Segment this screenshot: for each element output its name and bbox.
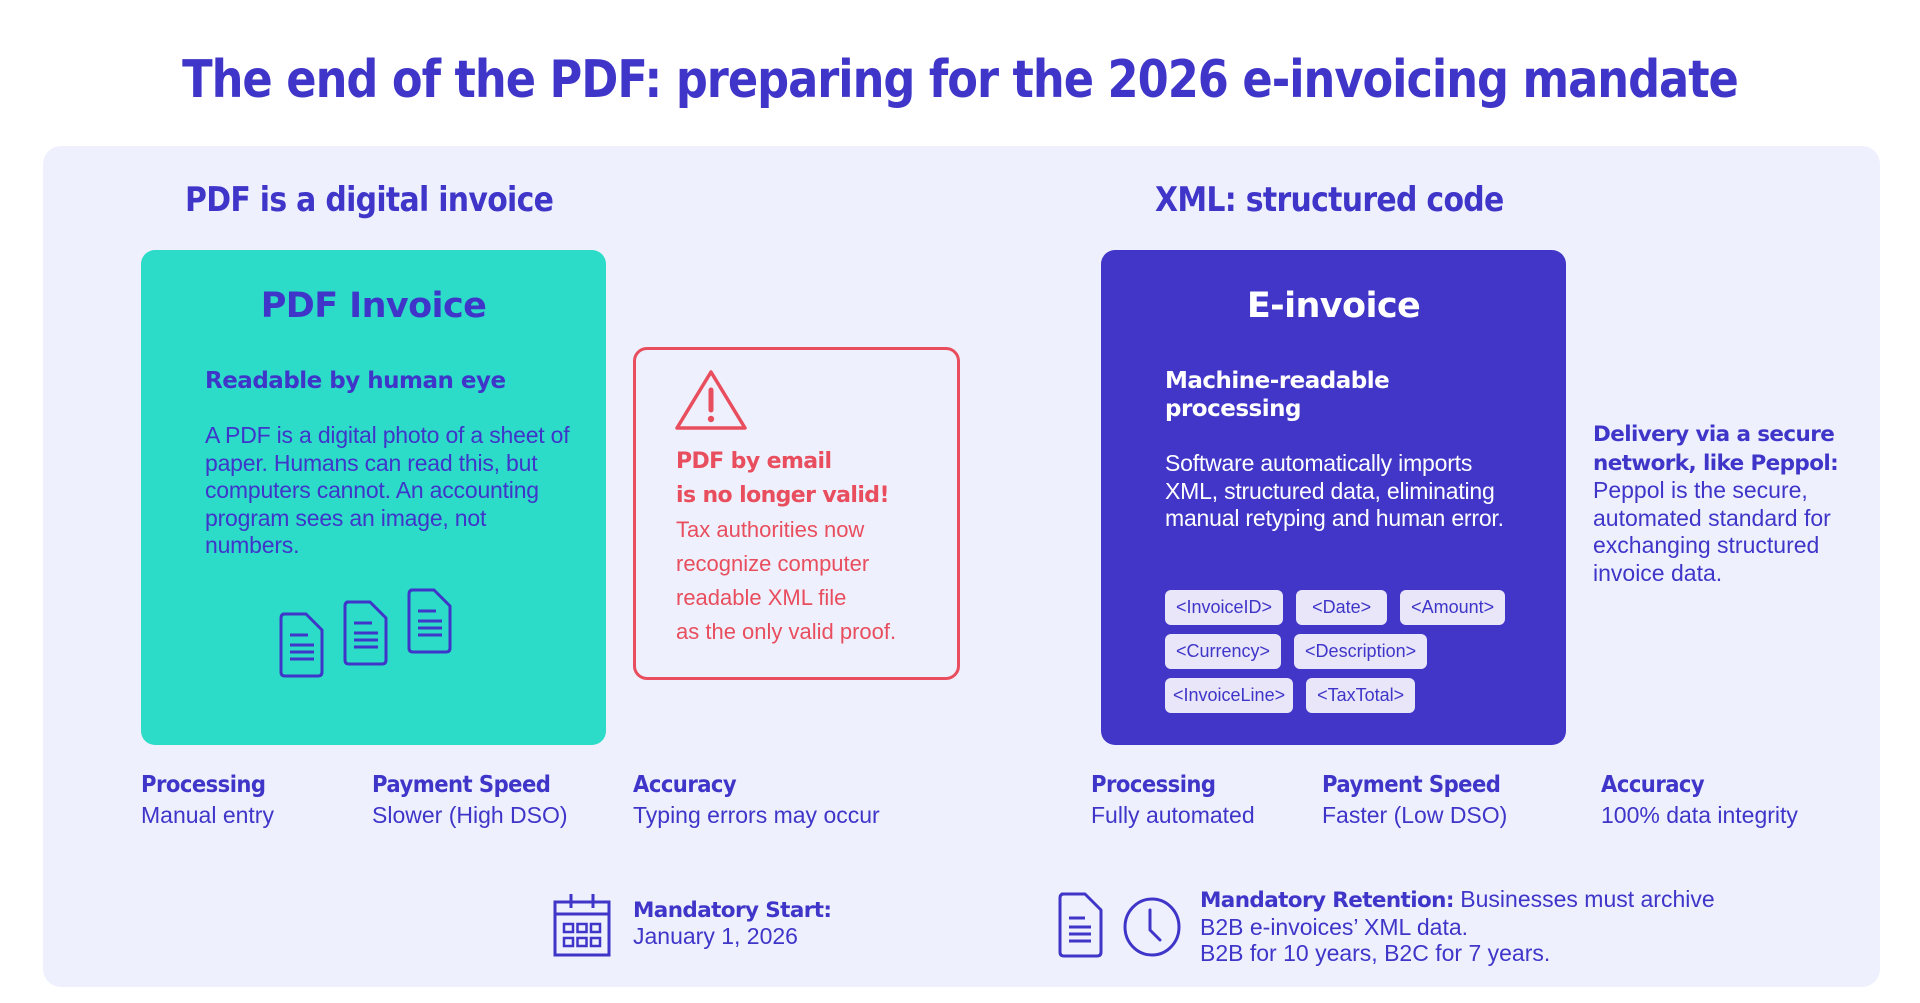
xml-tags: <InvoiceID> <Date> <Amount> <Currency> <… bbox=[1165, 590, 1545, 722]
calendar-icon bbox=[553, 894, 611, 957]
stat-payment-speed-xml: Payment Speed Faster (Low DSO) bbox=[1322, 772, 1516, 829]
mandatory-retention-label: Mandatory Retention: bbox=[1200, 888, 1454, 913]
retention-line: B2B e-invoices’ XML data. bbox=[1200, 914, 1469, 940]
e-invoice-card: E-invoice Machine-readable processing So… bbox=[1101, 250, 1566, 745]
warning-body-line: Tax authorities now bbox=[676, 517, 865, 542]
pdf-card-subtitle: Readable by human eye bbox=[205, 368, 506, 394]
stat-value: 100% data integrity bbox=[1601, 802, 1798, 828]
stat-accuracy-xml: Accuracy 100% data integrity bbox=[1601, 772, 1798, 829]
warning-headline: PDF by email is no longer valid! bbox=[676, 445, 889, 513]
xml-tag: <InvoiceID> bbox=[1165, 590, 1284, 625]
stat-label: Payment Speed bbox=[1322, 772, 1501, 798]
stat-label: Accuracy bbox=[1601, 772, 1705, 798]
xml-tag: <InvoiceLine> bbox=[1165, 678, 1294, 713]
clock-icon bbox=[1123, 897, 1181, 957]
warning-headline-line-1: PDF by email bbox=[676, 449, 832, 474]
stat-label: Processing bbox=[141, 772, 266, 798]
mandatory-start-date: January 1, 2026 bbox=[633, 923, 798, 949]
stat-value: Fully automated bbox=[1091, 802, 1255, 828]
delivery-text: Peppol is the secure, automated standard… bbox=[1593, 477, 1831, 586]
xml-card-title: E-invoice bbox=[1246, 286, 1421, 326]
mandatory-start-text: Mandatory Start: January 1, 2026 bbox=[633, 898, 832, 949]
warning-triangle-icon bbox=[675, 370, 747, 430]
xml-section-heading: XML: structured code bbox=[1155, 180, 1504, 220]
stat-accuracy-pdf: Accuracy Typing errors may occur bbox=[633, 772, 880, 829]
stat-payment-speed-pdf: Payment Speed Slower (High DSO) bbox=[372, 772, 568, 829]
xml-tag: <TaxTotal> bbox=[1306, 678, 1416, 713]
warning-headline-line-2: is no longer valid! bbox=[676, 483, 889, 508]
warning-body-line: recognize computer bbox=[676, 551, 870, 576]
page-title: The end of the PDF: preparing for the 20… bbox=[182, 50, 1739, 110]
mandatory-start: Mandatory Start: January 1, 2026 bbox=[553, 892, 832, 963]
xml-tag: <Description> bbox=[1294, 634, 1428, 669]
pdf-section-heading: PDF is a digital invoice bbox=[185, 180, 554, 220]
tag-row: <InvoiceLine> <TaxTotal> bbox=[1165, 678, 1545, 713]
xml-tag: <Currency> bbox=[1165, 634, 1282, 669]
document-icon bbox=[279, 612, 324, 678]
pdf-card-body: A PDF is a digital photo of a sheet of p… bbox=[205, 422, 570, 558]
warning-body-line: as the only valid proof. bbox=[676, 619, 897, 644]
tag-row: <InvoiceID> <Date> <Amount> bbox=[1165, 590, 1545, 625]
pdf-card-title: PDF Invoice bbox=[260, 286, 487, 326]
stat-label: Processing bbox=[1091, 772, 1216, 798]
retention-line: Businesses must archive bbox=[1453, 886, 1715, 912]
warning-body: Tax authorities now recognize computer r… bbox=[676, 513, 956, 649]
stat-value: Manual entry bbox=[141, 802, 274, 828]
xml-card-subtitle: Machine-readable processing bbox=[1165, 368, 1390, 422]
stat-value: Slower (High DSO) bbox=[372, 802, 568, 828]
stat-label: Payment Speed bbox=[372, 772, 551, 798]
pdf-invoice-card: PDF Invoice Readable by human eye A PDF … bbox=[141, 250, 606, 745]
document-icon bbox=[407, 588, 452, 654]
stat-value: Typing errors may occur bbox=[633, 802, 880, 828]
mandatory-retention-text: Mandatory Retention: Businesses must arc… bbox=[1200, 886, 1715, 966]
document-icon bbox=[343, 600, 388, 666]
stat-processing-xml: Processing Fully automated bbox=[1091, 772, 1255, 829]
document-icons-group bbox=[279, 588, 479, 690]
xml-card-body: Software automatically imports XML, stru… bbox=[1165, 450, 1504, 531]
retention-line: B2B for 10 years, B2C for 7 years. bbox=[1200, 940, 1551, 966]
delivery-note: Delivery via a secure network, like Pepp… bbox=[1593, 420, 1873, 587]
warning-box: PDF by email is no longer valid! Tax aut… bbox=[633, 347, 960, 680]
delivery-label: Delivery via a secure network, like Pepp… bbox=[1593, 422, 1839, 476]
xml-tag: <Amount> bbox=[1400, 590, 1506, 625]
tag-row: <Currency> <Description> bbox=[1165, 634, 1545, 669]
stat-processing-pdf: Processing Manual entry bbox=[141, 772, 276, 829]
xml-tag: <Date> bbox=[1296, 590, 1388, 625]
mandatory-start-label: Mandatory Start: bbox=[633, 898, 832, 923]
warning-body-line: readable XML file bbox=[676, 585, 847, 610]
stat-value: Faster (Low DSO) bbox=[1322, 802, 1508, 828]
stat-label: Accuracy bbox=[633, 772, 737, 798]
document-icon bbox=[1058, 892, 1103, 958]
